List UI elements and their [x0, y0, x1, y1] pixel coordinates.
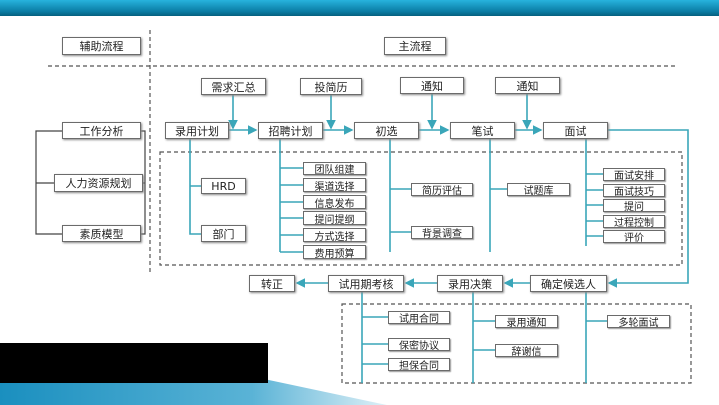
- aux-competency-model: 素质模型: [62, 225, 141, 242]
- sub-probation-contract: 试用合同: [388, 311, 450, 325]
- step-written-test: 笔试: [450, 122, 515, 139]
- aux-job-analysis: 工作分析: [62, 122, 141, 139]
- sub-question-bank: 试题库: [507, 183, 570, 197]
- main-process-header: 主流程: [384, 37, 446, 55]
- sub-offer: 录用通知: [495, 315, 558, 329]
- input-notify-2: 通知: [495, 77, 560, 94]
- sub-team: 团队组建: [303, 162, 366, 176]
- step-interview: 面试: [543, 122, 608, 139]
- sub-rejection: 辞谢信: [495, 344, 558, 358]
- sub-resume-eval: 简历评估: [411, 183, 473, 197]
- step-screening: 初选: [354, 122, 419, 139]
- step-select-candidate: 确定候选人: [530, 275, 607, 292]
- sub-skills: 面试技巧: [603, 184, 665, 198]
- sub-ask: 提问: [603, 199, 665, 213]
- input-notify-1: 通知: [400, 77, 464, 94]
- sub-hrd: HRD: [201, 178, 246, 194]
- decorative-block: [0, 343, 268, 383]
- input-demand-summary: 需求汇总: [201, 78, 266, 95]
- aux-hr-planning: 人力资源规划: [54, 174, 143, 192]
- aux-process-header: 辅助流程: [62, 37, 141, 55]
- step-hiring-decision: 录用决策: [437, 275, 503, 292]
- input-submit-resume: 投简历: [300, 78, 362, 95]
- sub-arrange: 面试安排: [603, 168, 665, 182]
- sub-control: 过程控制: [603, 215, 665, 229]
- sub-channel: 渠道选择: [303, 178, 366, 193]
- sub-publish: 信息发布: [303, 195, 366, 210]
- sub-method: 方式选择: [303, 228, 366, 243]
- step-recruit-plan: 招聘计划: [258, 122, 323, 139]
- header-bar: [0, 0, 719, 16]
- sub-nda: 保密协议: [388, 338, 450, 352]
- sub-guarantee: 担保合同: [388, 358, 450, 372]
- step-confirm-regular: 转正: [249, 275, 295, 292]
- step-hiring-plan: 录用计划: [165, 122, 229, 139]
- sub-department: 部门: [201, 225, 246, 242]
- sub-evaluate: 评价: [603, 230, 665, 244]
- step-probation-review: 试用期考核: [328, 275, 404, 292]
- sub-multi-round: 多轮面试: [607, 315, 670, 329]
- sub-budget: 费用预算: [303, 245, 366, 260]
- sub-background: 背景调查: [411, 226, 473, 240]
- sub-outline: 提问提纲: [303, 211, 366, 226]
